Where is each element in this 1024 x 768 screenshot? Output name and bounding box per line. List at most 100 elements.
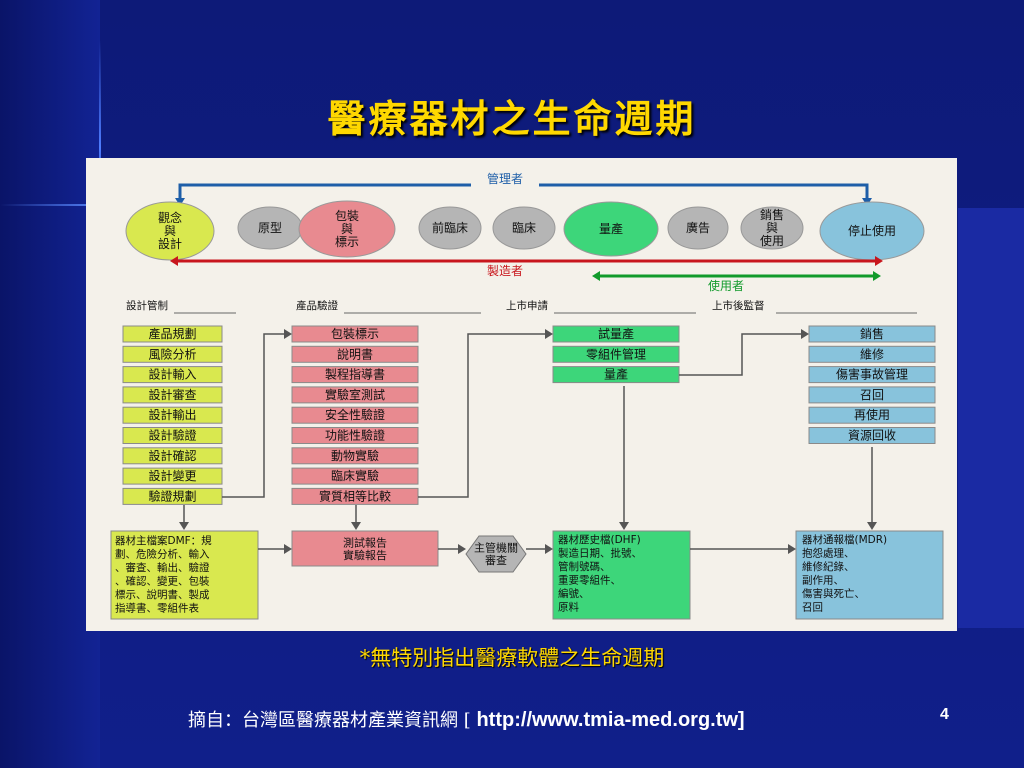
post-market-item-label: 召回 — [860, 388, 884, 402]
user-arrow-head-left — [592, 271, 600, 281]
design-item — [122, 467, 223, 485]
down-connector-head — [179, 522, 189, 530]
design-item-label: 設計輸入 — [148, 367, 196, 382]
footer-source: 摘自：台灣區醫療器材產業資訊網 [ http://www.tmia-med.or… — [188, 706, 745, 732]
verification-item-label: 製程指導書 — [325, 367, 385, 382]
post-market-item — [808, 345, 936, 363]
post-market-item — [808, 386, 936, 404]
manufacturer-arrow-head-right — [875, 256, 883, 266]
design-item-label: 設計審查 — [148, 387, 196, 402]
market-item-label: 試量產 — [598, 326, 634, 341]
design-item-label: 設計變更 — [148, 468, 196, 483]
user-label: 使用者 — [708, 278, 744, 293]
design-to-verification-connector — [222, 333, 284, 498]
dmf-box — [110, 530, 259, 620]
market-item-label: 零組件管理 — [586, 346, 646, 361]
footer-source-text: 摘自：台灣區醫療器材產業資訊網 — [188, 710, 458, 731]
lifecycle-stage-3 — [298, 200, 396, 258]
decorative-vertical-line — [99, 40, 101, 220]
verification-item-label: 臨床實驗 — [331, 468, 379, 483]
lifecycle-stage-8 — [740, 206, 804, 250]
section-label: 上市申請 — [506, 299, 548, 312]
design-item-label: 設計驗證 — [148, 428, 196, 443]
user-arrow-head — [873, 271, 881, 281]
post-market-item-label: 銷售 — [860, 326, 884, 341]
post-market-item-label: 維修 — [860, 346, 884, 361]
bottom-flow-arrow-head — [788, 544, 796, 554]
software-note: *無特別指出醫療軟體之生命週期 — [359, 646, 665, 670]
post-market-item-label: 傷害事故管理 — [836, 367, 908, 382]
manufacturer-label: 製造者 — [487, 264, 523, 278]
lifecycle-stage-label: 停止使用 — [848, 223, 896, 238]
test-report-text: 測試報告實驗報告 — [343, 535, 387, 562]
verification-item — [291, 427, 419, 444]
dhf-box-text: 器材歷史檔(DHF)製造日期、批號、管制號碼、重要零組件、編號、原料 — [558, 533, 642, 614]
lifecycle-stage-label: 廣告 — [686, 221, 710, 235]
design-item — [122, 447, 223, 465]
lifecycle-stage-1 — [125, 201, 215, 261]
bottom-flow-arrow-head — [545, 544, 553, 554]
design-item — [122, 325, 223, 343]
footer-url-link[interactable]: http://www.tmia-med.org.tw] — [476, 709, 745, 731]
verification-item-label: 包裝標示 — [331, 327, 379, 341]
design-item — [122, 386, 223, 404]
lifecycle-stage-4 — [418, 206, 482, 250]
decorative-right-band — [958, 208, 1024, 628]
background-left-band — [0, 0, 100, 768]
bottom-flow-arrow-head — [458, 544, 466, 554]
post-market-item — [808, 366, 936, 384]
verification-item-label: 安全性驗證 — [325, 407, 385, 422]
section-label: 設計管制 — [126, 299, 168, 312]
verification-item — [291, 366, 419, 384]
down-connector-head — [867, 522, 877, 530]
lifecycle-stage-label: 觀念與設計 — [158, 210, 182, 251]
mdr-box-text: 器材通報檔(MDR)抱怨處理、維修紀錄、副作用、傷害與死亡、召回 — [802, 533, 887, 614]
verification-item-label: 說明書 — [337, 346, 373, 361]
verification-item — [291, 406, 419, 424]
connector-arrow-head — [801, 329, 809, 339]
market-to-post-connector — [679, 333, 801, 376]
lifecycle-stage-7 — [667, 206, 729, 250]
lifecycle-stage-label: 原型 — [258, 221, 282, 235]
design-item — [122, 366, 223, 384]
manager-label: 管理者 — [487, 171, 523, 186]
lifecycle-stage-label: 量產 — [599, 221, 623, 236]
lifecycle-diagram-svg: 管理者觀念與設計原型包裝與標示前臨床臨床量產廣告銷售與使用停止使用製造者使用者設… — [110, 171, 944, 620]
design-item — [122, 345, 223, 363]
page-number: 4 — [940, 706, 949, 723]
design-item-label: 驗證規劃 — [148, 488, 196, 503]
mdr-box — [795, 530, 944, 620]
section-label: 上市後監督 — [712, 299, 765, 312]
section-label: 產品驗證 — [296, 299, 338, 312]
authority-review-label: 主管機關審查 — [474, 540, 518, 567]
design-item-label: 設計輸出 — [148, 407, 196, 422]
post-market-item-label: 資源回收 — [848, 429, 896, 443]
verification-item — [291, 386, 419, 404]
manager-label-bg — [471, 171, 539, 187]
lifecycle-stage-label: 前臨床 — [432, 220, 468, 235]
verification-item — [291, 345, 419, 363]
design-item — [122, 427, 223, 444]
market-item — [552, 345, 680, 363]
verification-item — [291, 447, 419, 465]
verification-item-label: 實質相等比較 — [319, 488, 391, 503]
dmf-box-text: 器材主檔案DMF：規劃、危險分析、輸入、審查、輸出、驗證、確認、變更、包裝標示、… — [115, 534, 212, 615]
design-item-label: 風險分析 — [148, 346, 196, 361]
down-connector-head — [351, 522, 361, 530]
verification-item-label: 實驗室測試 — [325, 387, 385, 402]
down-connector-head — [619, 522, 629, 530]
lifecycle-stage-label: 包裝與標示 — [335, 209, 359, 249]
lifecycle-stage-5 — [492, 206, 556, 250]
manufacturer-arrow-head — [170, 256, 178, 266]
footer-bracket: [ — [458, 710, 477, 731]
lifecycle-diagram: 管理者觀念與設計原型包裝與標示前臨床臨床量產廣告銷售與使用停止使用製造者使用者設… — [86, 158, 957, 631]
verification-to-market-connector — [418, 333, 545, 498]
connector-arrow-head — [284, 329, 292, 339]
market-item-label: 量產 — [604, 367, 628, 382]
lifecycle-stage-label: 銷售與使用 — [760, 207, 784, 248]
dhf-box — [552, 530, 691, 620]
design-item — [122, 406, 223, 424]
post-market-item-label: 再使用 — [854, 407, 890, 422]
connector-arrow-head — [545, 329, 553, 339]
verification-item-label: 動物實驗 — [331, 448, 379, 463]
